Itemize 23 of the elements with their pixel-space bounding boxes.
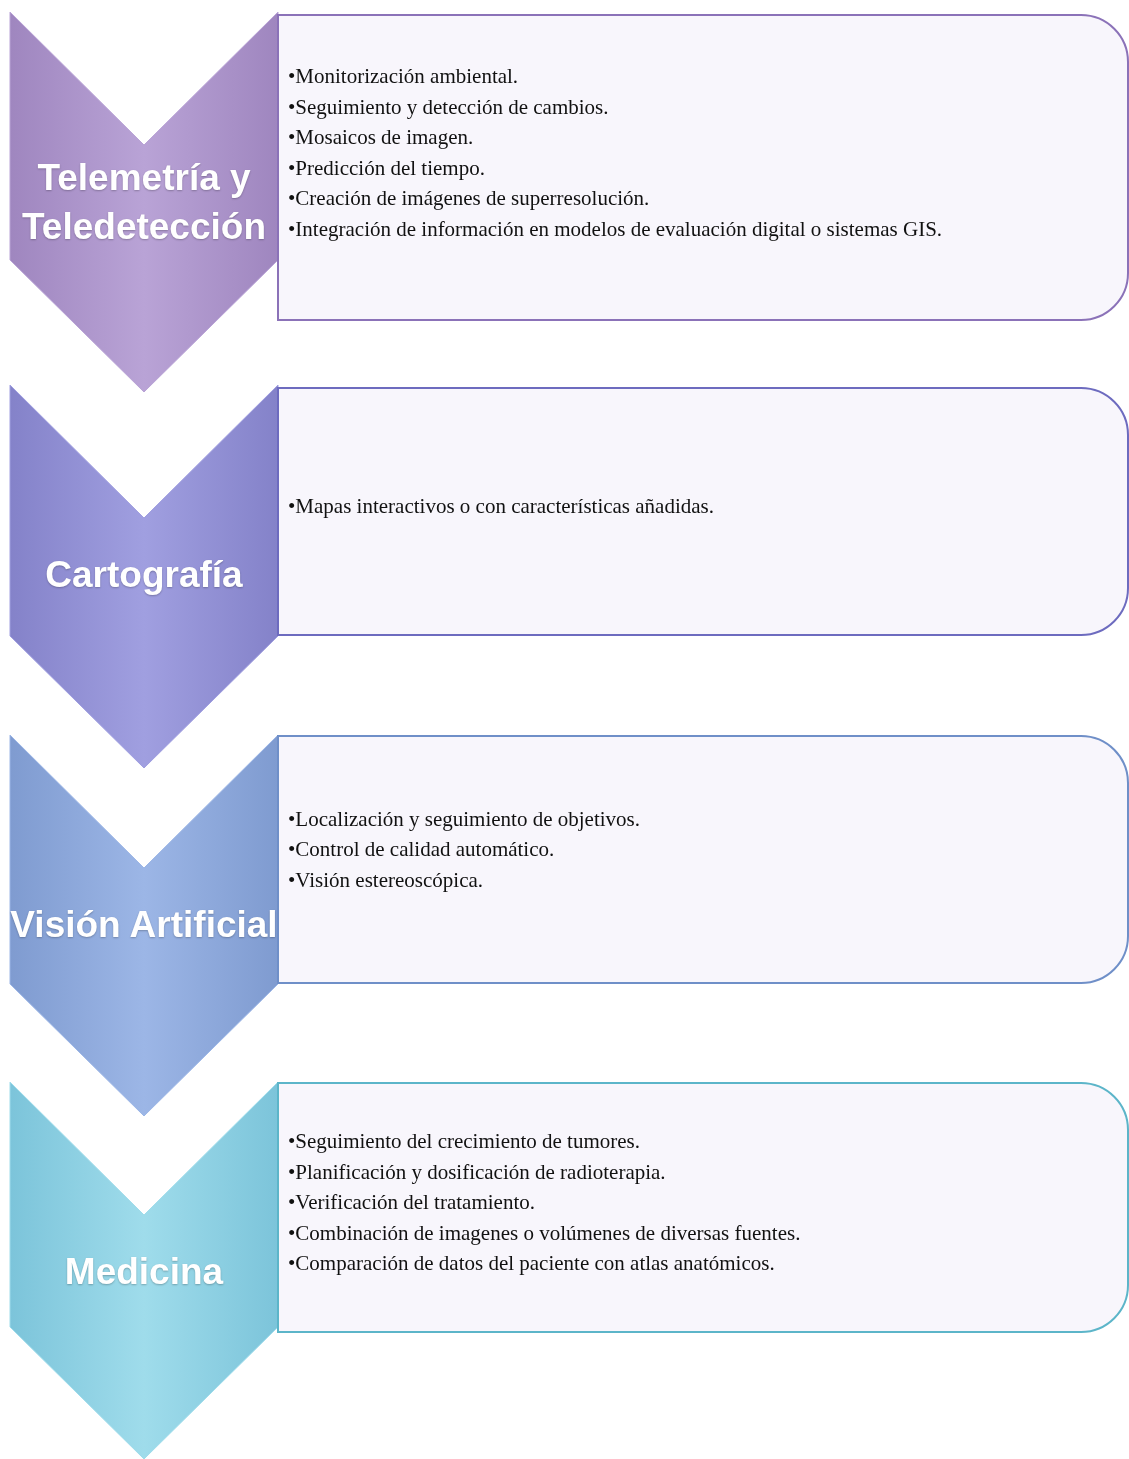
bullet-item: •Comparación de datos del paciente con atlas anatómicos. <box>288 1250 775 1278</box>
bullet-item: •Planificación y dosificación de radioterapia. <box>288 1158 666 1186</box>
bullet-item: •Verificación del tratamiento. <box>288 1189 535 1217</box>
bullet-item: •Predicción del tiempo. <box>288 154 485 182</box>
bullet-item: •Seguimiento y detección de cambios. <box>288 93 609 121</box>
bullet-item: •Localización y seguimiento de objetivos. <box>288 805 640 833</box>
bullet-item: •Control de calidad automático. <box>288 836 555 864</box>
bullet-item: •Seguimiento del crecimiento de tumores. <box>288 1128 640 1156</box>
category-title: Telemetría y Teledetección <box>21 156 267 249</box>
bullet-item: •Mapas interactivos o con características añadidas. <box>288 493 714 521</box>
category-title: Cartografía <box>45 553 243 598</box>
category-title: Medicina <box>64 1250 224 1295</box>
content-box <box>277 735 1129 984</box>
category-title: Visión Artificial <box>10 903 278 948</box>
bullet-item: •Creación de imágenes de superresolución. <box>288 185 650 212</box>
content-box <box>277 1082 1129 1333</box>
bullet-item: •Visión estereoscópica. <box>288 866 484 894</box>
bullet-item: •Combinación de imagenes o volúmenes de diversas fuentes. <box>288 1219 801 1247</box>
content-box <box>277 14 1129 321</box>
bullet-item: •Integración de información en modelos de evaluación digital o sistemas GIS. <box>288 215 943 243</box>
bullet-item: •Monitorización ambiental. <box>288 63 519 90</box>
content-box <box>277 387 1129 636</box>
bullet-item: •Mosaicos de imagen. <box>288 124 474 151</box>
